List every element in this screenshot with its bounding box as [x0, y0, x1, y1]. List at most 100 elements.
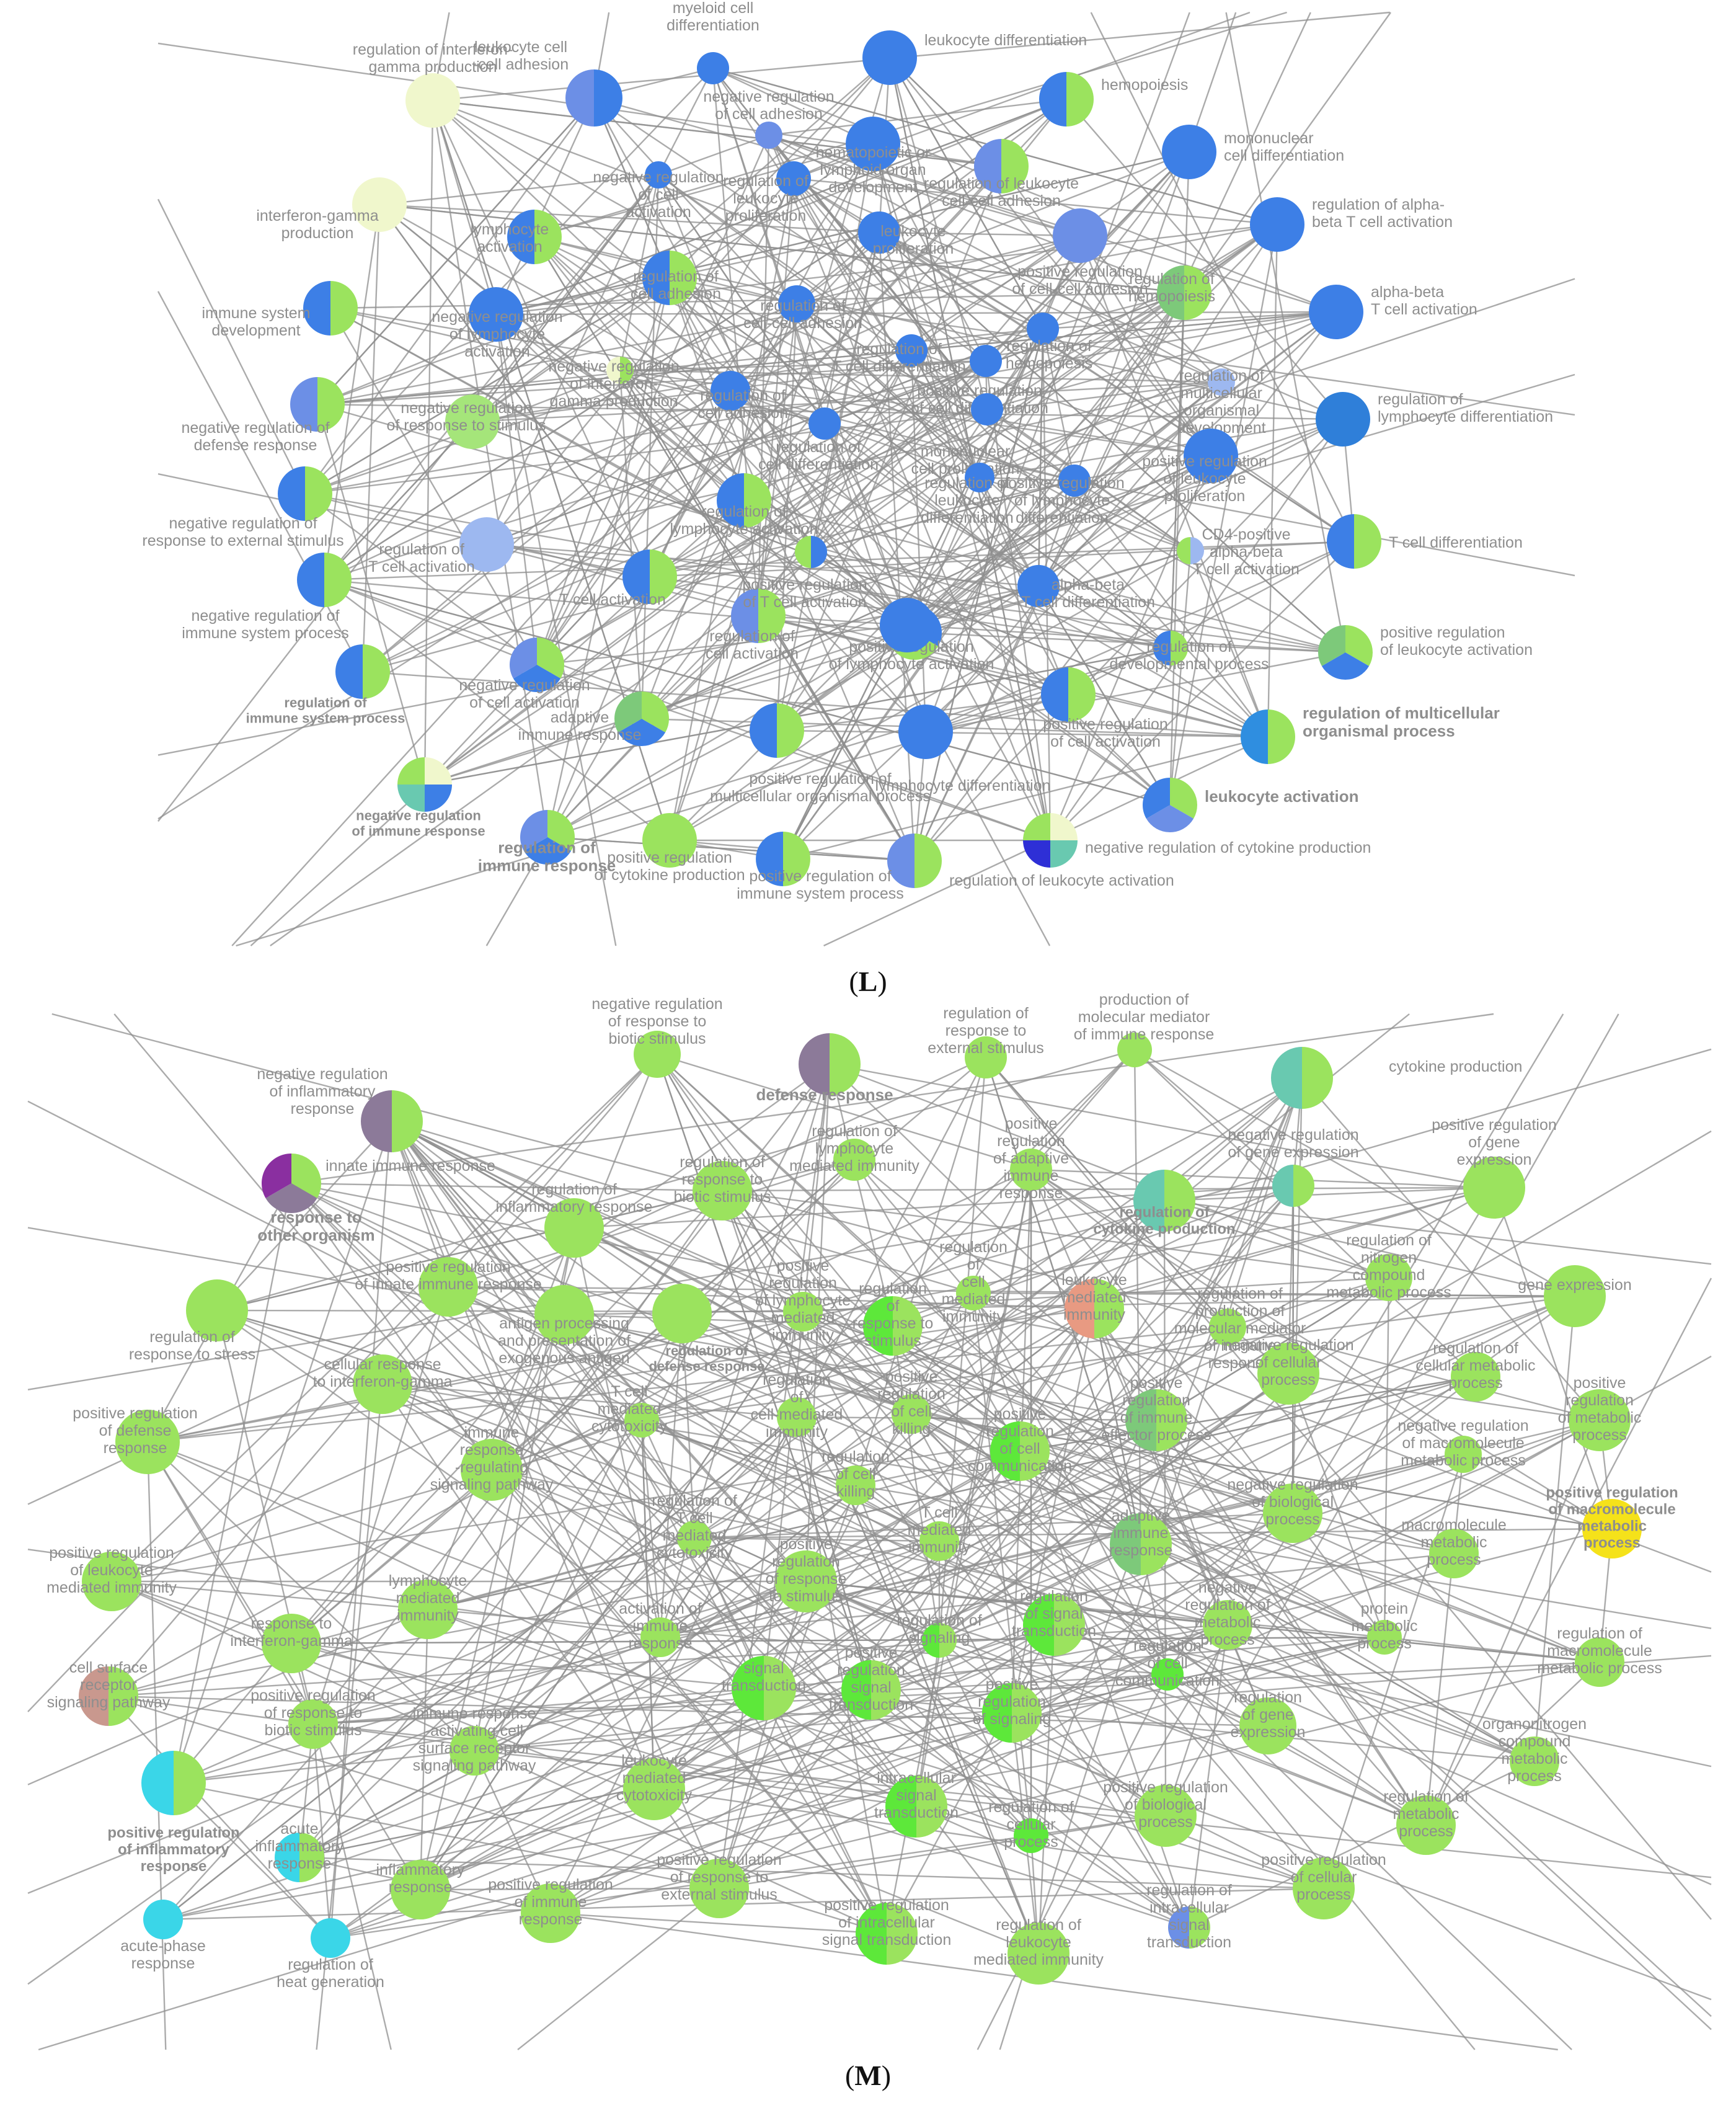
network-edge — [776, 311, 1337, 731]
go-term-node — [880, 598, 934, 652]
network-edge — [758, 373, 1575, 617]
node-slice — [711, 371, 750, 411]
network-edge — [486, 57, 890, 545]
node-label-line: T cell activation — [1371, 301, 1477, 318]
network-edge — [536, 166, 1002, 665]
network-edge — [1383, 1277, 1390, 1638]
node-label-line: immune response — [478, 856, 616, 875]
node-label-line: process — [1296, 1886, 1351, 1903]
network-edge — [146, 1441, 314, 1725]
node-slice — [1177, 537, 1190, 564]
node-slice — [450, 1726, 499, 1776]
network-edge — [1053, 1624, 1712, 1767]
network-edge — [1188, 1624, 1229, 1928]
node-slice — [397, 757, 425, 785]
node-label-line: signaling — [909, 1629, 970, 1647]
network-edge — [172, 1183, 293, 1784]
node-label-line: positive regulation — [1261, 1851, 1386, 1869]
node-slice — [1023, 840, 1050, 868]
node-slice — [1027, 313, 1059, 345]
node-label-line: of lymphocyte — [755, 1292, 851, 1309]
node-label-line: of innate immune response — [355, 1276, 542, 1293]
node-label-line: regulation of — [1146, 1882, 1232, 1899]
node-label-line: multicellular organismal process — [710, 788, 931, 805]
network-edge — [730, 234, 1081, 392]
node-label-line: of immune response — [352, 823, 485, 838]
node-label-line: negative regulation of cytokine producti… — [1085, 839, 1371, 856]
network-edge — [802, 1310, 1385, 1638]
network-edge — [312, 1661, 1600, 1725]
node-slice — [642, 251, 670, 305]
network-edge — [721, 1190, 798, 1418]
node-label-line: negative regulation of — [191, 607, 339, 625]
node-label-line: external stimulus — [661, 1886, 777, 1903]
node-label-line: transduction — [829, 1696, 913, 1714]
node-label-line: immunity — [908, 1539, 971, 1556]
network-edge — [768, 134, 1185, 294]
node-label-line: response to — [270, 1207, 361, 1226]
node-label-line: T cell activation — [368, 558, 475, 576]
node-label-line: positive — [1130, 1374, 1183, 1392]
node-slice — [697, 52, 729, 84]
node-label-line: of response to — [264, 1704, 362, 1722]
node-label-line: of interferon- — [570, 375, 658, 393]
node-slice — [391, 1860, 450, 1919]
node-label-line: of metabolic — [1558, 1409, 1642, 1426]
node-label-line: alpha-beta — [1371, 283, 1444, 301]
node-label-line: production of — [1099, 991, 1189, 1008]
go-term-node: negative regulation of cytokine producti… — [1023, 813, 1371, 868]
network-edge — [472, 381, 1222, 423]
node-slice — [262, 1614, 321, 1673]
network-edge — [758, 615, 1269, 738]
node-slice — [1189, 1906, 1210, 1949]
node-slice — [425, 757, 452, 785]
network-edge — [382, 1383, 797, 1418]
node-label-line: process — [1261, 1371, 1316, 1389]
node-label-line: regulation — [1133, 1637, 1202, 1655]
network-edge — [986, 311, 1337, 411]
node-label-line: regulation of — [700, 387, 786, 404]
node-label-line: biotic stimulus — [674, 1188, 771, 1206]
node-slice — [1020, 1421, 1050, 1481]
node-label-line: transduction — [874, 1804, 959, 1821]
node-slice — [830, 1033, 861, 1095]
node-slice — [82, 1552, 141, 1611]
node-label-line: immune response — [413, 1705, 536, 1722]
node-slice — [1050, 840, 1078, 868]
network-edge — [870, 1689, 1190, 1928]
node-label-line: regulation — [877, 1385, 946, 1403]
node-slice — [863, 1296, 893, 1356]
network-edge — [776, 166, 1003, 731]
node-slice — [1309, 285, 1363, 339]
network-edge — [563, 1314, 888, 1934]
node-label-line: of gene expression — [1228, 1144, 1358, 1161]
node-label-line: of biological — [1125, 1796, 1207, 1813]
node-label-line: and presentation of — [498, 1332, 631, 1349]
node-label-line: regulation of — [723, 172, 808, 190]
network-edge — [317, 311, 1337, 406]
node-label-line: regulation of — [701, 503, 787, 520]
